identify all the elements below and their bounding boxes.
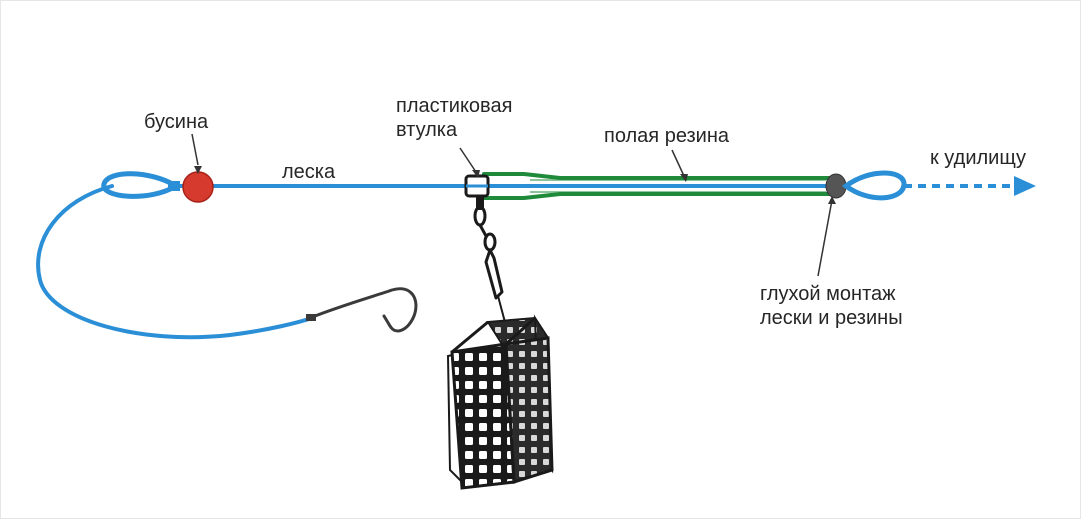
line-label: леска — [282, 161, 336, 183]
sleeve-label-line-2: втулка — [396, 119, 458, 141]
fixed-pointer — [817, 199, 833, 277]
left-loop-icon — [101, 171, 181, 199]
swivel-snap-icon — [473, 205, 507, 327]
bead-label: бусина — [144, 111, 209, 133]
fixed-label-line-1: глухой монтаж — [760, 283, 896, 305]
feeder-cage-icon — [446, 314, 554, 490]
sleeve-label-line-1: пластиковая — [396, 95, 513, 117]
hook-icon — [306, 287, 418, 333]
to-rod-label: к удилищу — [930, 147, 1027, 169]
fixed-label-line-2: лески и резины — [760, 307, 903, 329]
sleeve-label: пластиковая втулка — [396, 94, 512, 142]
rubber-label: полая резина — [604, 125, 730, 147]
fixed-label: глухой монтаж лески и резины — [760, 282, 903, 330]
plastic-sleeve-icon — [464, 174, 490, 210]
bead-pointer — [191, 133, 199, 166]
sleeve-pointer — [459, 147, 477, 173]
rubber-pointer — [671, 149, 685, 177]
right-loop-icon — [841, 170, 907, 201]
arrow-right-icon — [1014, 176, 1036, 196]
hollow-rubber-tube — [482, 172, 832, 200]
hook-leader-line — [36, 184, 314, 340]
bead-icon — [182, 171, 214, 203]
